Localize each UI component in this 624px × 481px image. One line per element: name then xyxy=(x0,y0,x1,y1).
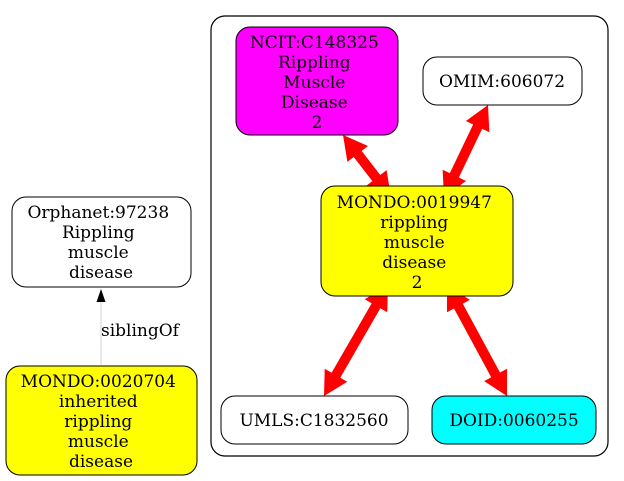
arrowhead-icon xyxy=(324,368,348,396)
node-mondo-0020704-line-4: muscle xyxy=(68,432,129,452)
node-omim-line-1: OMIM:606072 xyxy=(439,72,565,92)
node-ncit-line-1: NCIT:C148325 xyxy=(250,33,379,53)
node-mondo-0019947-line-5: 2 xyxy=(412,273,423,293)
svg-text:NCIT:C148325 Rippling: NCIT:C148325 Rippling Muscle Disease 2 xyxy=(250,33,384,133)
svg-text:DOID:0060255: DOID:0060255 xyxy=(449,411,578,431)
node-ncit-line-4: Disease xyxy=(281,93,348,113)
node-umls[interactable]: UMLS:C1832560 xyxy=(220,395,409,445)
node-omim[interactable]: OMIM:606072 xyxy=(422,56,583,106)
sibling-edge-label: siblingOf xyxy=(101,321,181,341)
equivalence-edges xyxy=(324,105,508,396)
node-mondo-0019947-line-2: rippling xyxy=(380,213,448,233)
node-ncit-line-5: 2 xyxy=(312,113,323,133)
node-mondo-0019947[interactable]: MONDO:0019947 rippling muscle disease 2 xyxy=(320,185,514,297)
arrowhead-icon xyxy=(465,105,490,133)
node-mondo-0020704-line-5: disease xyxy=(69,452,133,472)
node-orphanet-line-1: Orphanet:97238 xyxy=(27,203,169,223)
arrowhead-icon xyxy=(484,368,508,396)
node-orphanet-line-4: disease xyxy=(69,263,133,283)
sibling-edge: siblingOf xyxy=(96,289,181,365)
svg-text:UMLS:C1832560: UMLS:C1832560 xyxy=(239,411,388,431)
arrowhead-icon xyxy=(96,289,106,302)
svg-text:MONDO:0020704 inherited: MONDO:0020704 inherited rippling muscle … xyxy=(21,372,182,472)
node-ncit[interactable]: NCIT:C148325 Rippling Muscle Disease 2 xyxy=(235,26,399,136)
node-mondo-0019947-line-4: disease xyxy=(382,253,446,273)
edge-mondo-doid xyxy=(446,285,508,396)
node-doid[interactable]: DOID:0060255 xyxy=(431,395,597,445)
node-mondo-0019947-line-3: muscle xyxy=(384,233,445,253)
node-doid-line-1: DOID:0060255 xyxy=(449,411,578,431)
node-mondo-0019947-line-1: MONDO:0019947 xyxy=(337,193,492,213)
edge-omim-mondo xyxy=(442,105,490,197)
cluster-box xyxy=(210,15,609,457)
node-orphanet-line-2: Rippling xyxy=(62,223,135,243)
arrowhead-icon xyxy=(343,135,368,162)
node-ncit-line-3: Muscle xyxy=(283,73,345,93)
node-orphanet[interactable]: Orphanet:97238 Rippling muscle disease xyxy=(11,196,192,288)
svg-text:MONDO:0019947 rippling: MONDO:0019947 rippling muscle disease 2 xyxy=(337,193,498,293)
node-mondo-0020704-line-3: rippling xyxy=(64,412,132,432)
node-ncit-line-2: Rippling xyxy=(278,53,351,73)
svg-text:OMIM:606072: OMIM:606072 xyxy=(439,72,565,92)
node-orphanet-line-3: muscle xyxy=(68,243,129,263)
svg-text:Orphanet:97238 Rippling: Orphanet:97238 Rippling muscle disease xyxy=(27,203,174,283)
node-umls-line-1: UMLS:C1832560 xyxy=(239,411,388,431)
node-mondo-0020704-line-1: MONDO:0020704 xyxy=(21,372,176,392)
edge-mondo-umls xyxy=(324,285,388,396)
node-mondo-0020704[interactable]: MONDO:0020704 inherited rippling muscle … xyxy=(5,365,198,476)
node-mondo-0020704-line-2: inherited xyxy=(59,392,138,412)
